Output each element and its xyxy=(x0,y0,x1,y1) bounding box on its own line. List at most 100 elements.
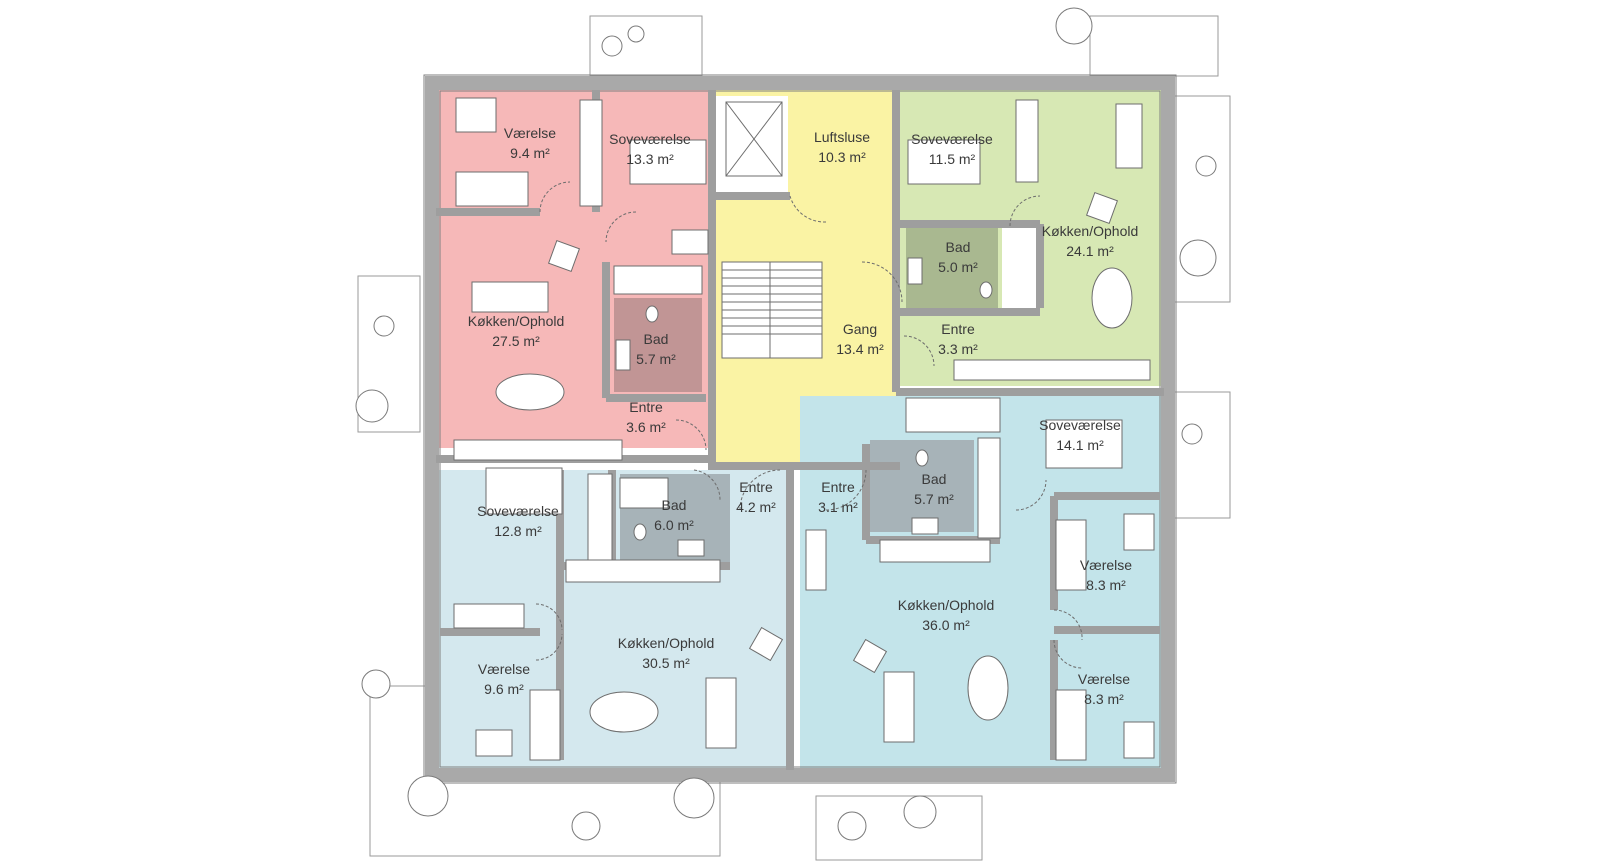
room-label-area: 12.8 m² xyxy=(494,523,542,539)
door-swing-icon xyxy=(693,469,721,501)
room-label-area: 8.3 m² xyxy=(1084,691,1124,707)
room-label-name: Køkken/Ophold xyxy=(898,597,995,613)
room-label-area: 3.1 m² xyxy=(818,499,858,515)
desk-icon xyxy=(671,229,709,255)
red-kitchen-counter xyxy=(453,439,623,461)
tree-icon xyxy=(837,811,867,841)
bed-icon xyxy=(1055,519,1087,591)
balcony-right-lower xyxy=(1167,391,1231,519)
door-swing-icon xyxy=(535,603,563,631)
room-label-name: Værelse xyxy=(504,125,556,141)
room-label-area: 10.3 m² xyxy=(818,149,866,165)
room-label-area: 4.2 m² xyxy=(736,499,776,515)
kitchen-counters xyxy=(453,359,1151,591)
room-label-area: 27.5 m² xyxy=(492,333,540,349)
chair-icon xyxy=(748,626,784,662)
tree-icon xyxy=(571,811,601,841)
room-label-name: Bad xyxy=(644,331,669,347)
room-label-area: 3.3 m² xyxy=(938,341,978,357)
room-label-area: 24.1 m² xyxy=(1066,243,1114,259)
trees xyxy=(355,7,1217,841)
bed-icon xyxy=(907,139,981,185)
toilet-icon xyxy=(645,305,659,323)
toilet-icon xyxy=(915,449,929,467)
room-label-name: Værelse xyxy=(1080,557,1132,573)
desk-icon xyxy=(475,729,513,757)
tree-icon xyxy=(407,775,449,817)
room-label-area: 3.6 m² xyxy=(626,419,666,435)
tree-icon xyxy=(627,25,645,43)
tree-icon xyxy=(1181,423,1203,445)
bl-kitchen-counter xyxy=(565,559,721,583)
room-label-name: Soveværelse xyxy=(477,503,559,519)
table-icon xyxy=(967,655,1009,721)
table-icon xyxy=(1091,267,1133,329)
door-swing-icon xyxy=(539,181,571,213)
room-label-name: Gang xyxy=(843,321,877,337)
doors xyxy=(535,181,1083,669)
door-swing-icon xyxy=(605,211,637,243)
exterior-wall-outer-line xyxy=(423,74,1177,784)
bed-icon xyxy=(629,139,707,185)
exterior-wall xyxy=(425,76,1175,782)
br-kitchen-column xyxy=(805,529,827,591)
room-label-name: Køkken/Ophold xyxy=(468,313,565,329)
room-label-name: Soveværelse xyxy=(1039,417,1121,433)
shower-icon xyxy=(613,265,703,295)
tree-icon xyxy=(373,315,395,337)
room-label-area: 13.3 m² xyxy=(626,151,674,167)
sink-icon xyxy=(907,257,923,285)
bed-icon xyxy=(455,171,529,207)
room-label-name: Køkken/Ophold xyxy=(1042,223,1139,239)
furniture xyxy=(453,97,1155,761)
bed-icon xyxy=(529,689,561,761)
room-label-name: Værelse xyxy=(1078,671,1130,687)
chair-icon xyxy=(852,638,888,674)
door-swing-icon xyxy=(1053,639,1083,669)
room-label-name: Luftsluse xyxy=(814,129,870,145)
wardrobe-icon xyxy=(579,99,603,207)
br-kitchen-counter xyxy=(879,539,991,563)
room-label-area: 11.5 m² xyxy=(929,151,976,167)
balcony-top-right xyxy=(1089,15,1219,77)
door-swing-icon xyxy=(861,261,903,303)
room-label-area: 6.0 m² xyxy=(654,517,694,533)
room-label-area: 5.7 m² xyxy=(636,351,676,367)
room-label-name: Bad xyxy=(946,239,971,255)
tree-icon xyxy=(1195,155,1217,177)
room-label-area: 36.0 m² xyxy=(922,617,970,633)
room-label-area: 30.5 m² xyxy=(642,655,690,671)
chair-icon xyxy=(547,239,581,273)
room-label-area: 5.0 m² xyxy=(938,259,978,275)
room-label-name: Entre xyxy=(821,479,855,495)
room-label-area: 14.1 m² xyxy=(1056,437,1104,453)
tree-icon xyxy=(1055,7,1093,45)
room-label-name: Værelse xyxy=(478,661,530,677)
shower-icon xyxy=(905,397,1001,433)
door-swing-icon xyxy=(675,419,707,451)
desk-icon xyxy=(1123,513,1155,551)
stair-icon xyxy=(721,101,823,359)
room-label-name: Soveværelse xyxy=(911,131,993,147)
table-icon xyxy=(495,373,565,411)
wardrobe-icon xyxy=(977,437,1001,539)
room-label-name: Soveværelse xyxy=(609,131,691,147)
door-swing-icon xyxy=(789,195,827,223)
bed-icon xyxy=(1055,689,1087,761)
room-label-area: 9.6 m² xyxy=(484,681,524,697)
sofa-icon xyxy=(883,671,915,743)
sofa-icon xyxy=(1115,103,1143,169)
sofa-icon xyxy=(705,677,737,749)
wardrobe-icon xyxy=(453,603,525,629)
sink-icon xyxy=(911,517,939,535)
door-swing-icon xyxy=(1053,609,1083,641)
shower-icon xyxy=(619,477,669,509)
room-label-name: Bad xyxy=(662,497,687,513)
green-kitchen-counter xyxy=(953,359,1151,381)
room-label-area: 9.4 m² xyxy=(510,145,550,161)
bed-icon xyxy=(1045,419,1123,469)
door-swing-icon xyxy=(825,469,867,511)
room-label-name: Entre xyxy=(629,399,663,415)
green-shower-fill xyxy=(1002,228,1042,308)
